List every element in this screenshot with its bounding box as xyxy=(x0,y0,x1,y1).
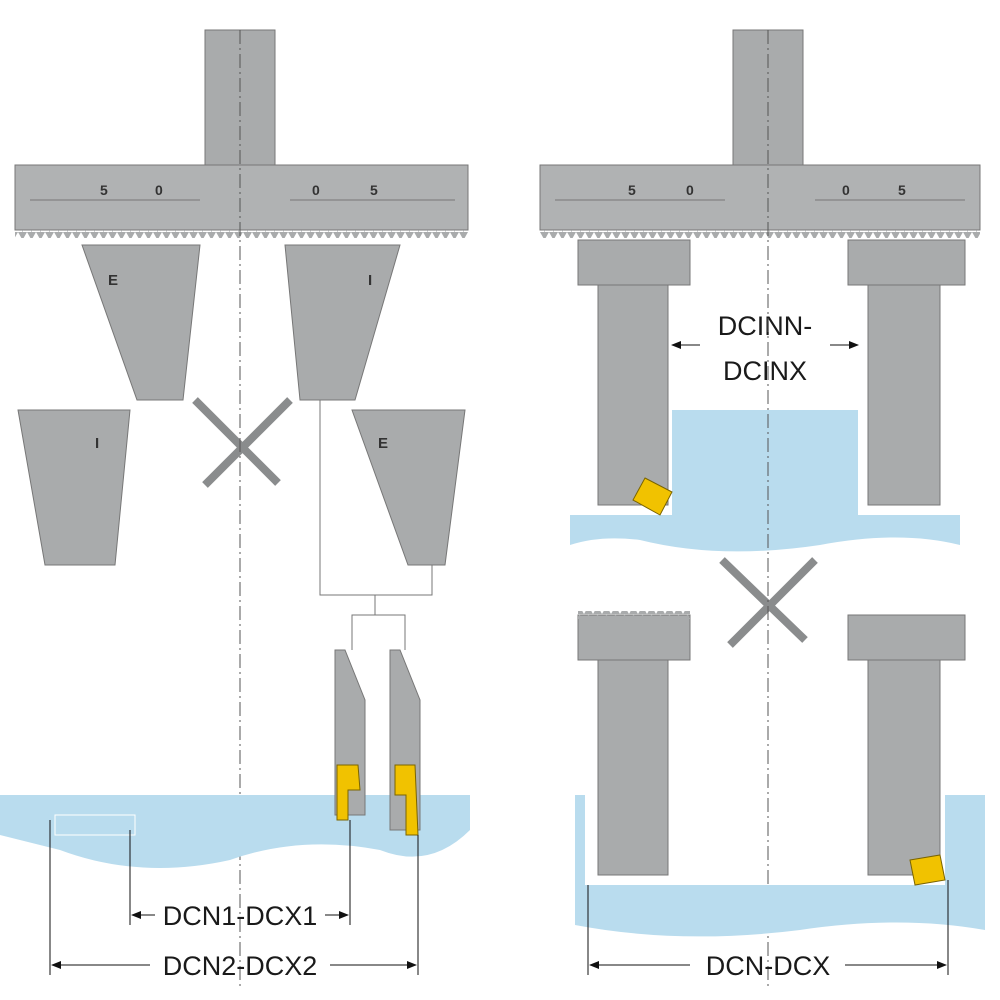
right-lower-workpiece xyxy=(575,795,985,937)
jaw-label: I xyxy=(95,435,99,452)
jaw-upper-left xyxy=(81,244,201,401)
right-scale-mark: 5 xyxy=(628,182,636,198)
insert-outer xyxy=(394,764,419,836)
jaw-label: E xyxy=(378,435,388,452)
insert-boring xyxy=(632,477,673,516)
dim-label-dcn2-dcx2: DCN2-DCX2 xyxy=(163,951,318,981)
jaw-lower-right xyxy=(351,409,466,566)
insert-inner xyxy=(336,764,361,821)
left-scale-mark: 0 xyxy=(155,182,163,198)
right-assembly: 5 0 0 5 DCINN- DCINX DCN-DCX xyxy=(539,29,985,990)
left-assembly: 5 0 0 5 E I I E DCN1-DCX1 DCN2-DCX2 xyxy=(0,29,470,990)
left-scale-mark: 5 xyxy=(370,182,378,198)
dim-label-dcn-dcx: DCN-DCX xyxy=(706,951,831,981)
left-scale-bar xyxy=(14,164,469,231)
jaw-label: I xyxy=(368,272,372,289)
swap-arrows-icon xyxy=(192,397,293,488)
column-body xyxy=(867,284,941,506)
dim-label-dcn1-dcx1: DCN1-DCX1 xyxy=(163,901,318,931)
right-upper-workpiece xyxy=(570,410,960,552)
column-head xyxy=(577,614,691,661)
swap-arrows-icon xyxy=(719,557,818,648)
dim-label-dcinx: DCINX xyxy=(723,356,807,386)
column-head xyxy=(577,239,691,286)
dim-label-dcinn: DCINN- xyxy=(718,311,813,341)
column-head xyxy=(847,239,966,286)
left-scale-mark: 0 xyxy=(312,182,320,198)
left-scale-mark: 5 xyxy=(100,182,108,198)
right-scale-mark: 5 xyxy=(898,182,906,198)
right-scale-mark: 0 xyxy=(686,182,694,198)
column-head xyxy=(847,614,966,661)
right-scale-bar xyxy=(539,164,981,231)
column-body xyxy=(597,659,669,876)
jaw-label: E xyxy=(108,272,118,289)
right-scale-mark: 0 xyxy=(842,182,850,198)
insert-boring-lower xyxy=(909,854,946,886)
column-body xyxy=(597,284,669,506)
column-body xyxy=(867,659,941,876)
jaw-upper-right xyxy=(284,244,401,401)
jaw-lower-left xyxy=(17,409,131,566)
